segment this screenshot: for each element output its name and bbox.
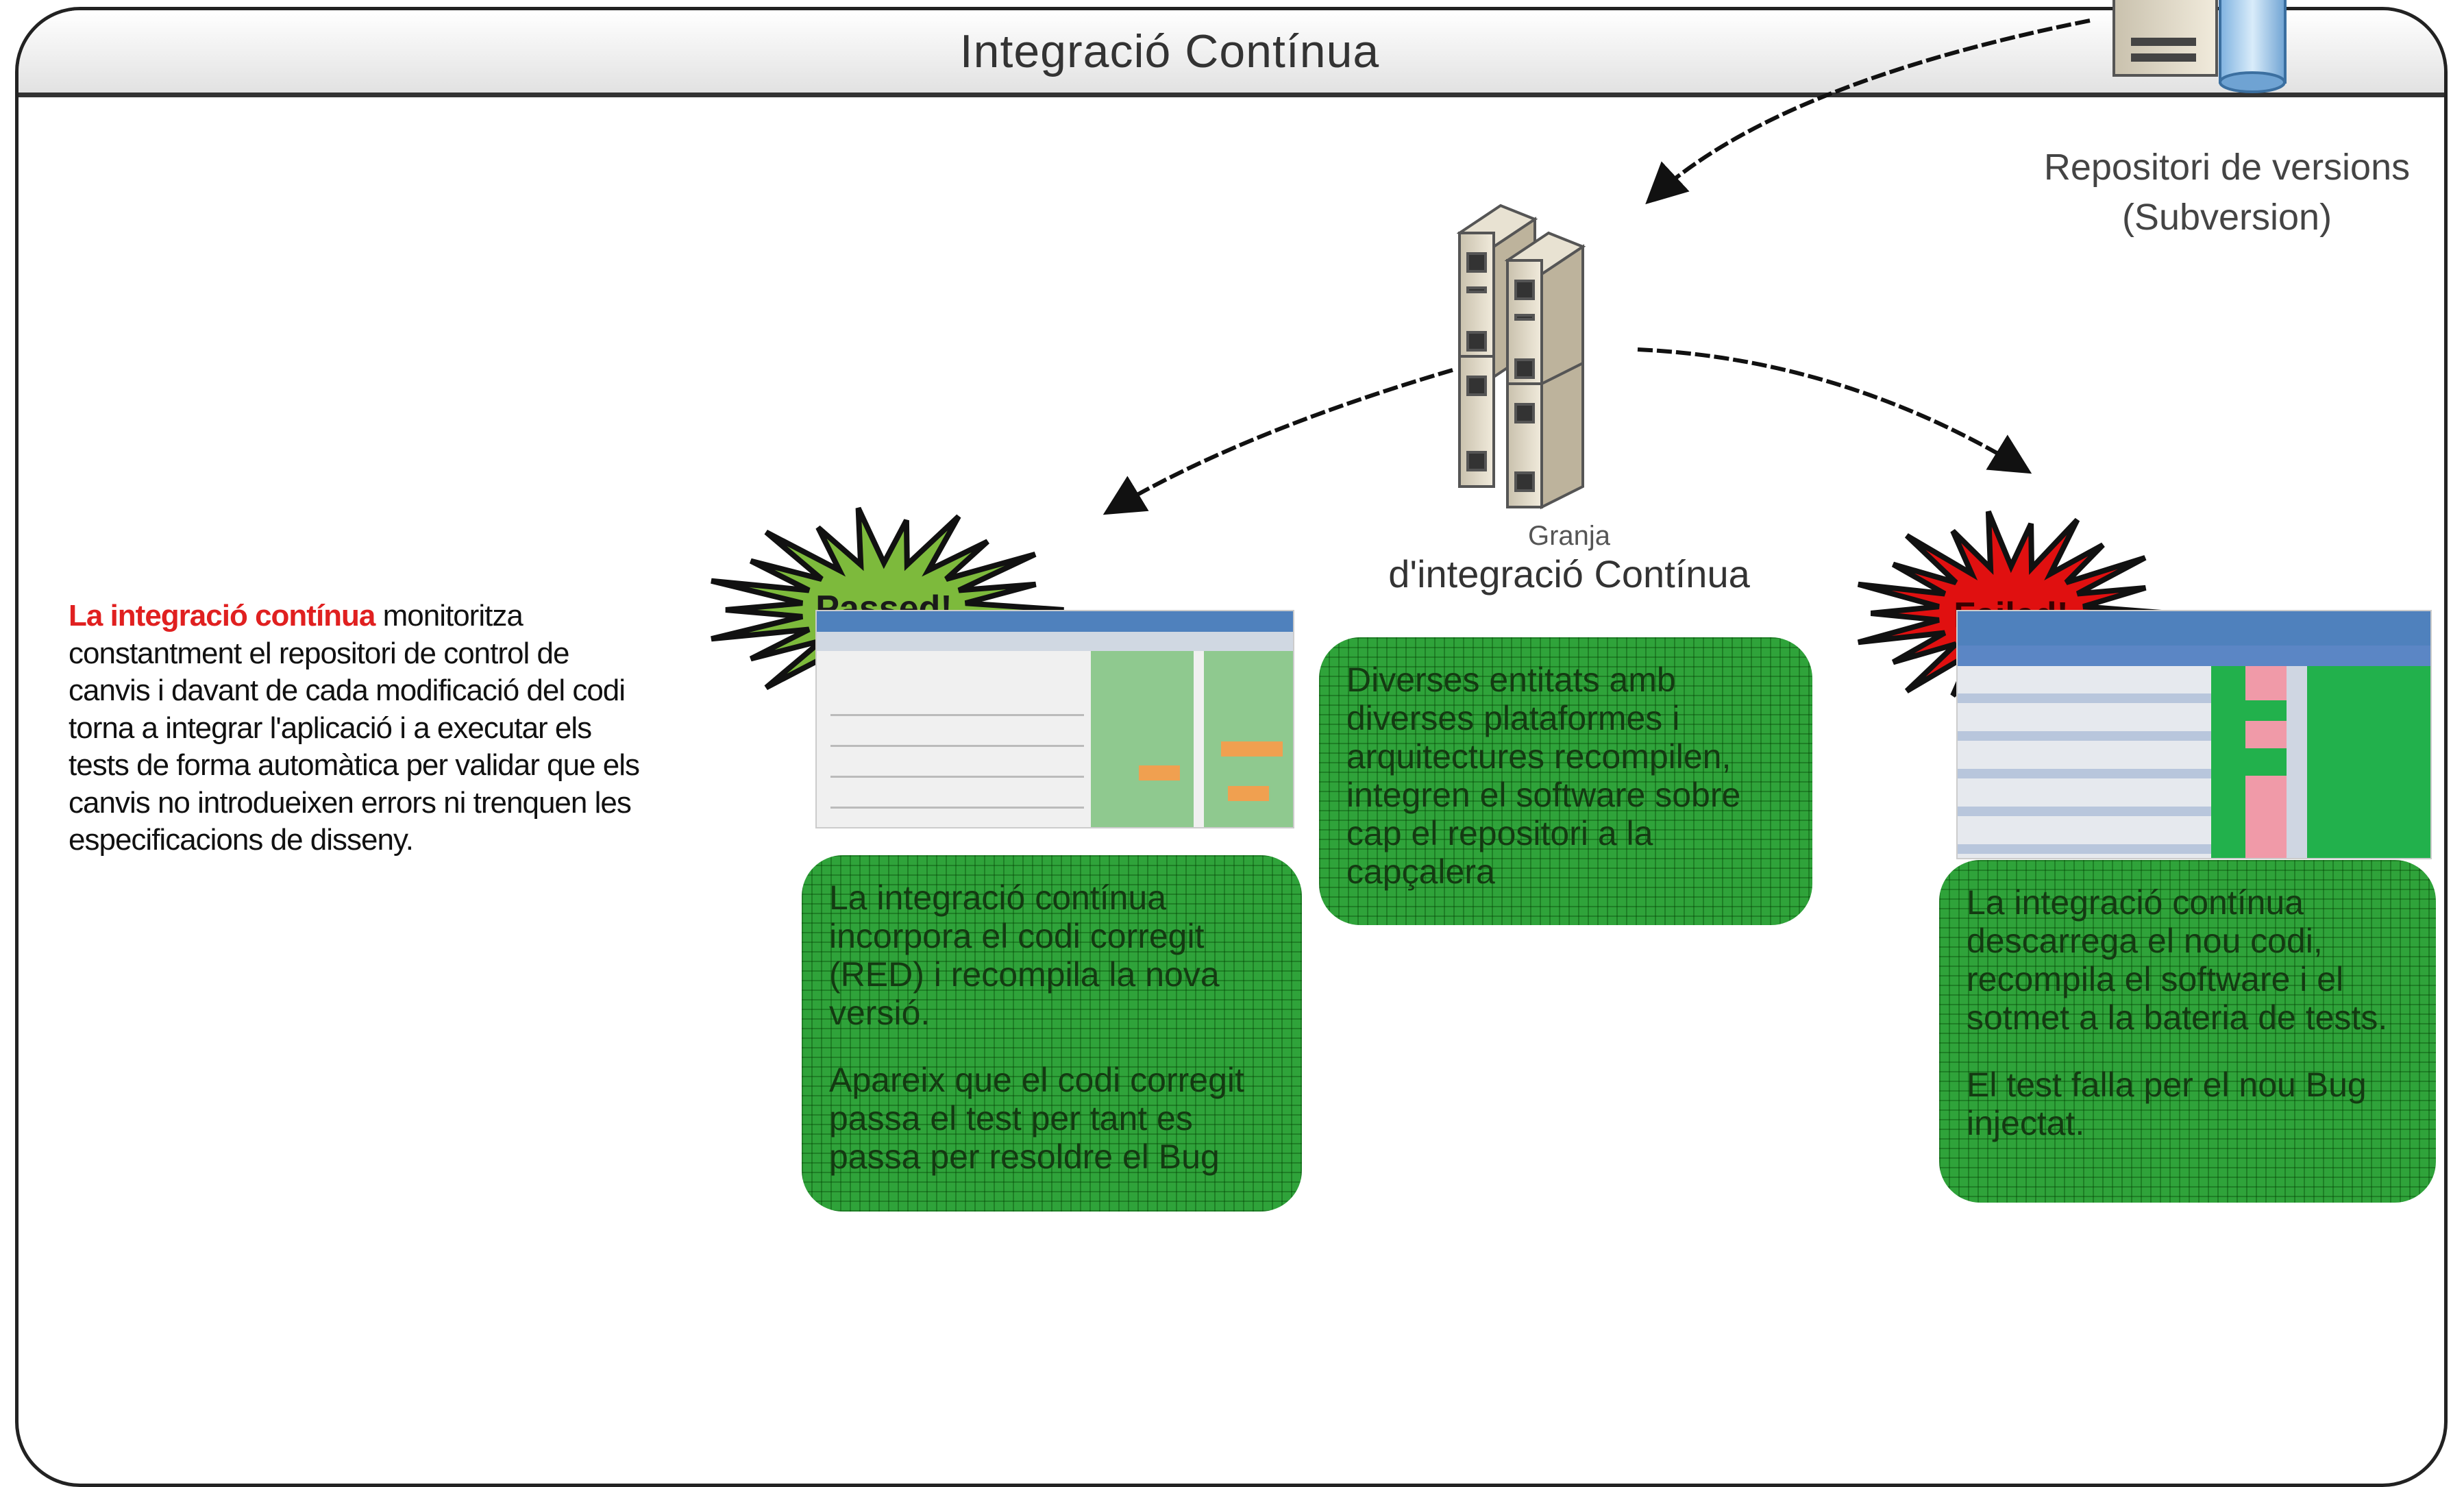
arrow-farm-to-passed: [1102, 368, 1453, 515]
center-description-box: Diverses entitats amb diverses plataform…: [1319, 637, 1812, 925]
failed-test-report-thumbnail: [1956, 610, 2432, 859]
farm-label-big: d'integració Contínua: [1388, 552, 1750, 595]
passed-description-box: La integració contínua incorpora el codi…: [802, 855, 1302, 1212]
arrow-repo-to-farm: [1645, 19, 2091, 205]
repository-server-icon: [2112, 0, 2218, 77]
server-farm-icon: [1456, 204, 1586, 510]
failed-box-paragraph-2: El test falla per el nou Bug injectat.: [1967, 1066, 2367, 1142]
failed-box-paragraph-1: La integració contínua descarrega el nou…: [1967, 883, 2388, 1037]
farm-caption: Granja d'integració Contínua: [1302, 521, 1836, 596]
title-bar: Integració Contínua: [19, 10, 2444, 97]
intro-highlight: La integració contínua: [69, 599, 375, 632]
intro-text: La integració contínua monitoritza const…: [69, 598, 644, 859]
passed-box-paragraph-1: La integració contínua incorpora el codi…: [829, 878, 1220, 1032]
failed-description-box: La integració contínua descarrega el nou…: [1939, 860, 2436, 1203]
farm-label-small: Granja: [1527, 521, 1611, 551]
arrow-farm-to-failed: [1637, 347, 2032, 474]
repository-caption: Repositori de versions (Subversion): [1987, 143, 2464, 243]
diagram-title: Integració Contínua: [959, 25, 1380, 77]
center-box-paragraph: Diverses entitats amb diverses plataform…: [1346, 661, 1741, 891]
intro-body: monitoritza constantment el repositori d…: [69, 599, 640, 857]
passed-box-paragraph-2: Apareix que el codi corregit passa el te…: [829, 1061, 1244, 1176]
database-icon: [2219, 0, 2287, 93]
repository-label-line2: (Subversion): [2121, 196, 2332, 238]
repository-label-line1: Repositori de versions: [2043, 147, 2411, 188]
passed-test-report-thumbnail: [815, 610, 1294, 828]
